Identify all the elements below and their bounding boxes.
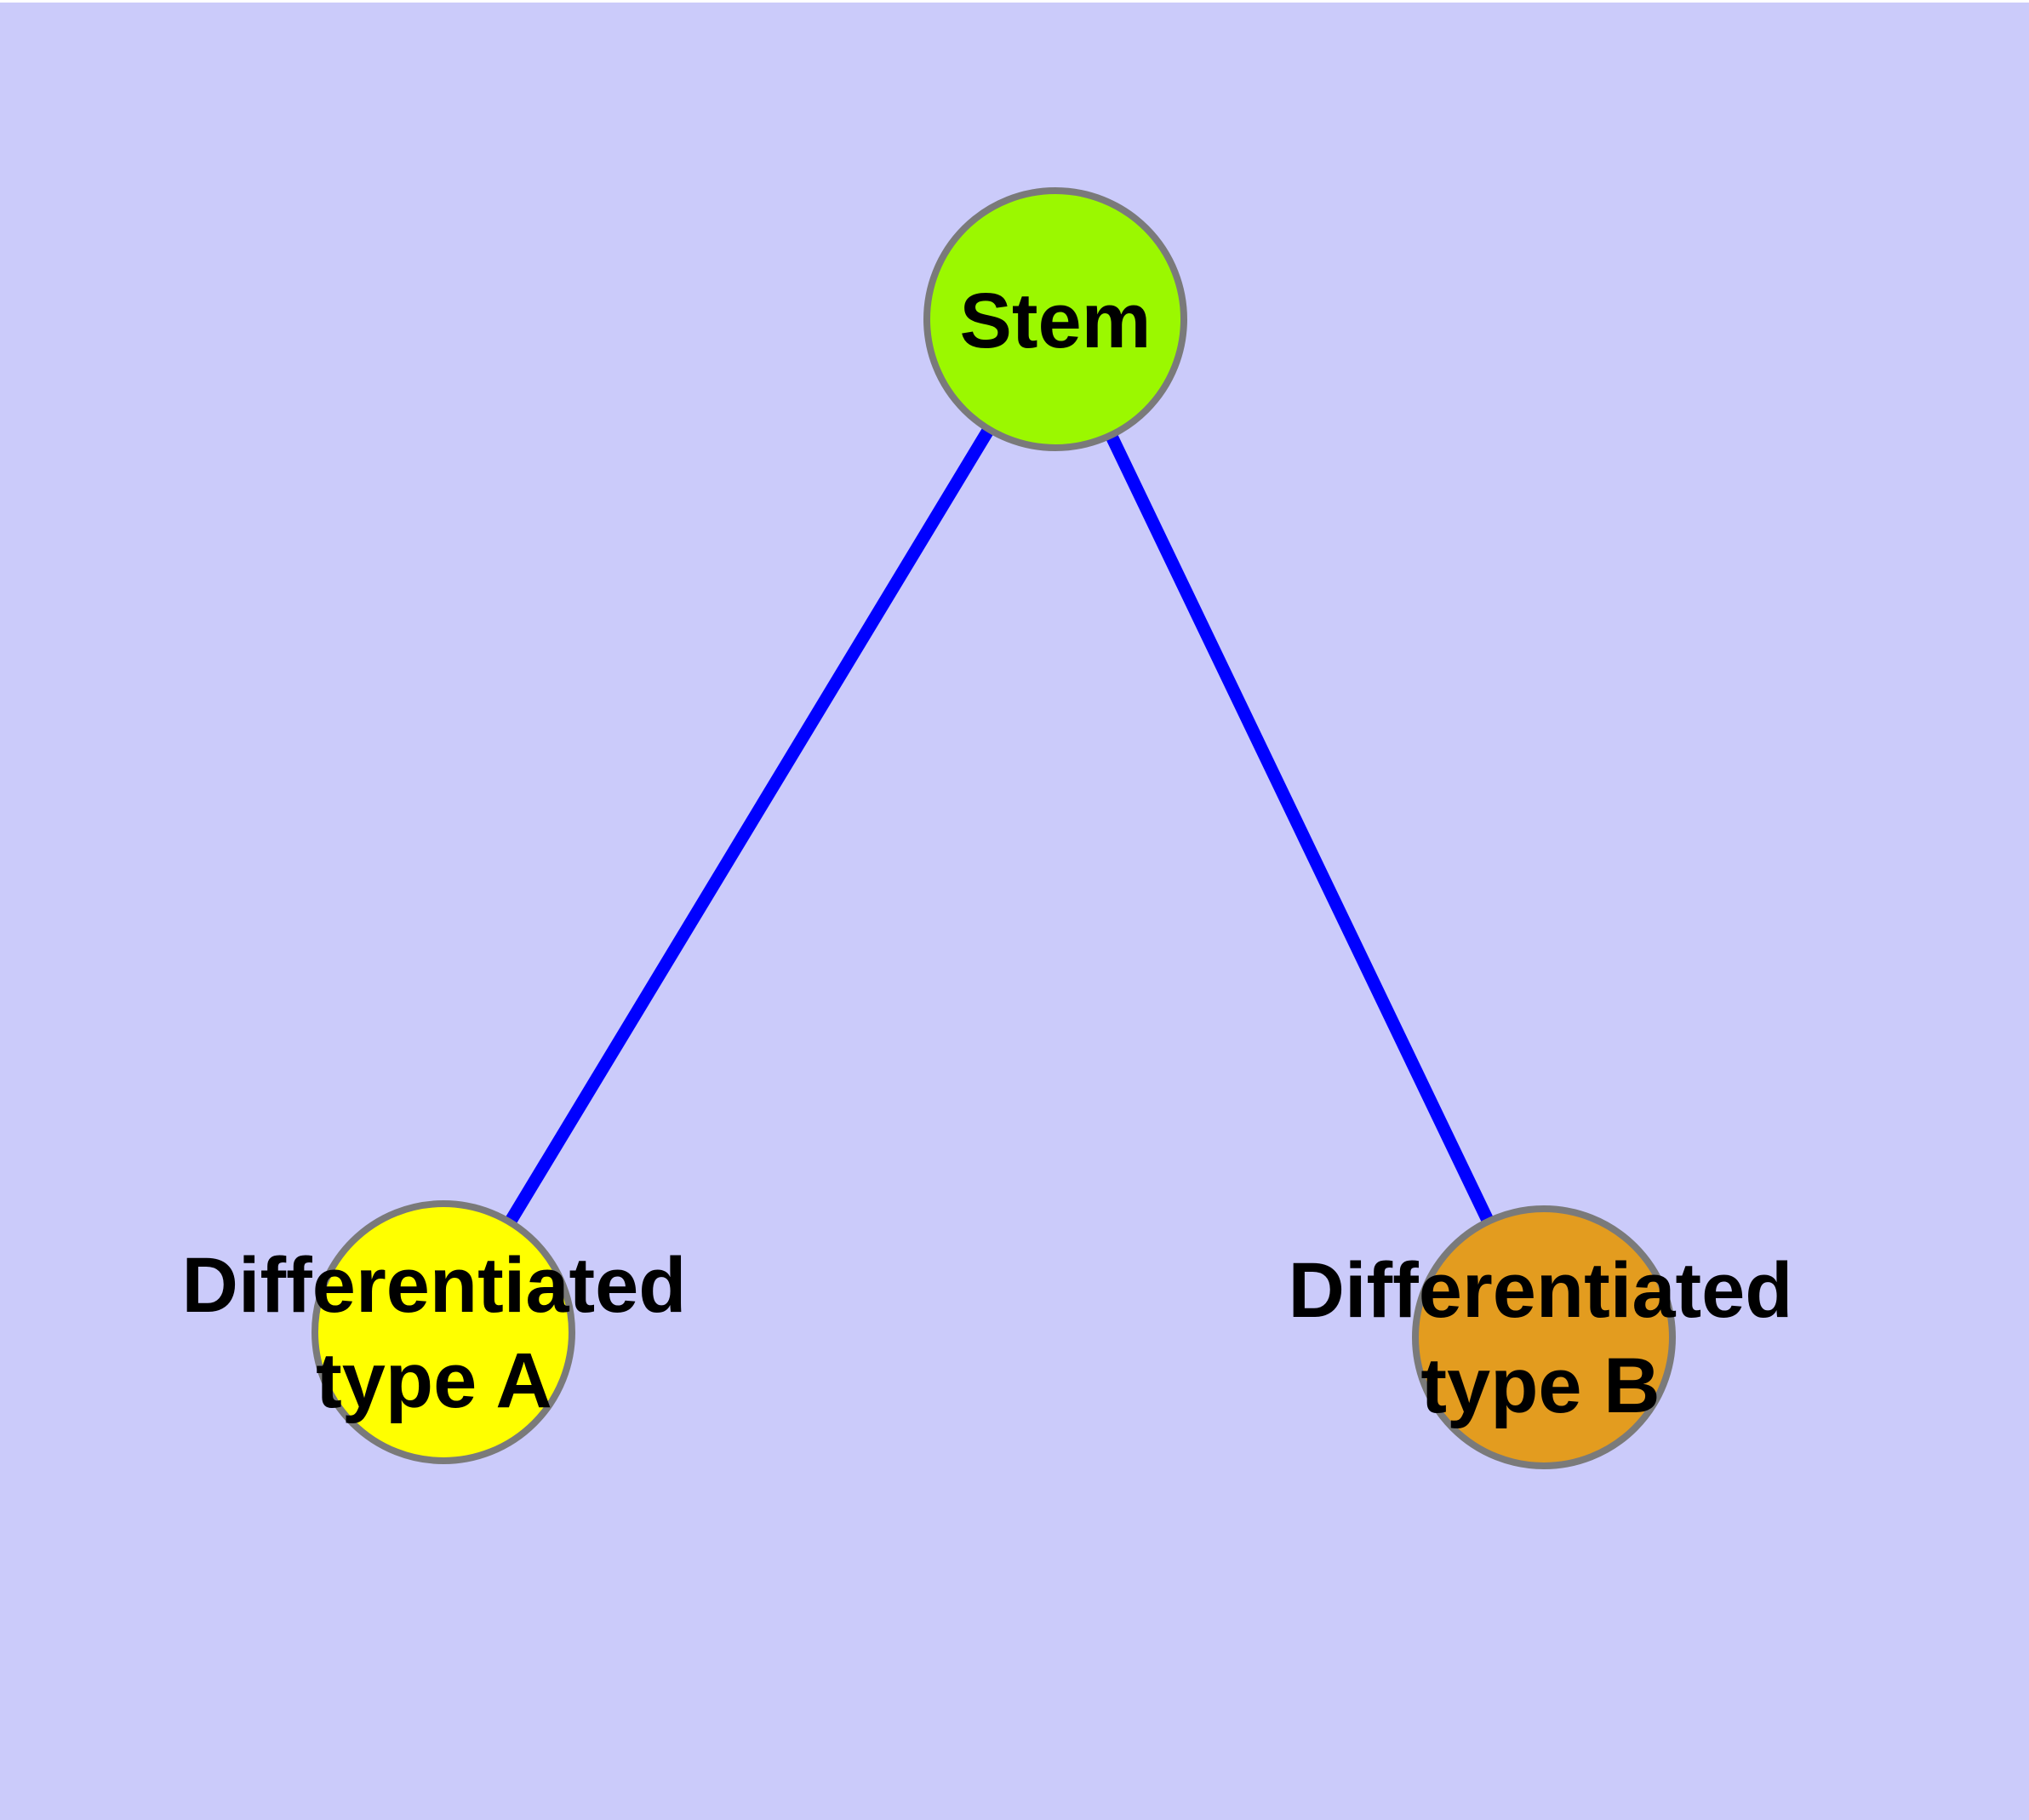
edge-stem-to-type-a bbox=[437, 316, 1061, 1336]
node-stem bbox=[923, 187, 1187, 451]
node-differentiated-type-a bbox=[311, 1200, 575, 1464]
edge-stem-to-type-b bbox=[1049, 316, 1550, 1341]
top-margin-strip bbox=[0, 0, 2029, 3]
node-differentiated-type-b bbox=[1412, 1205, 1676, 1469]
